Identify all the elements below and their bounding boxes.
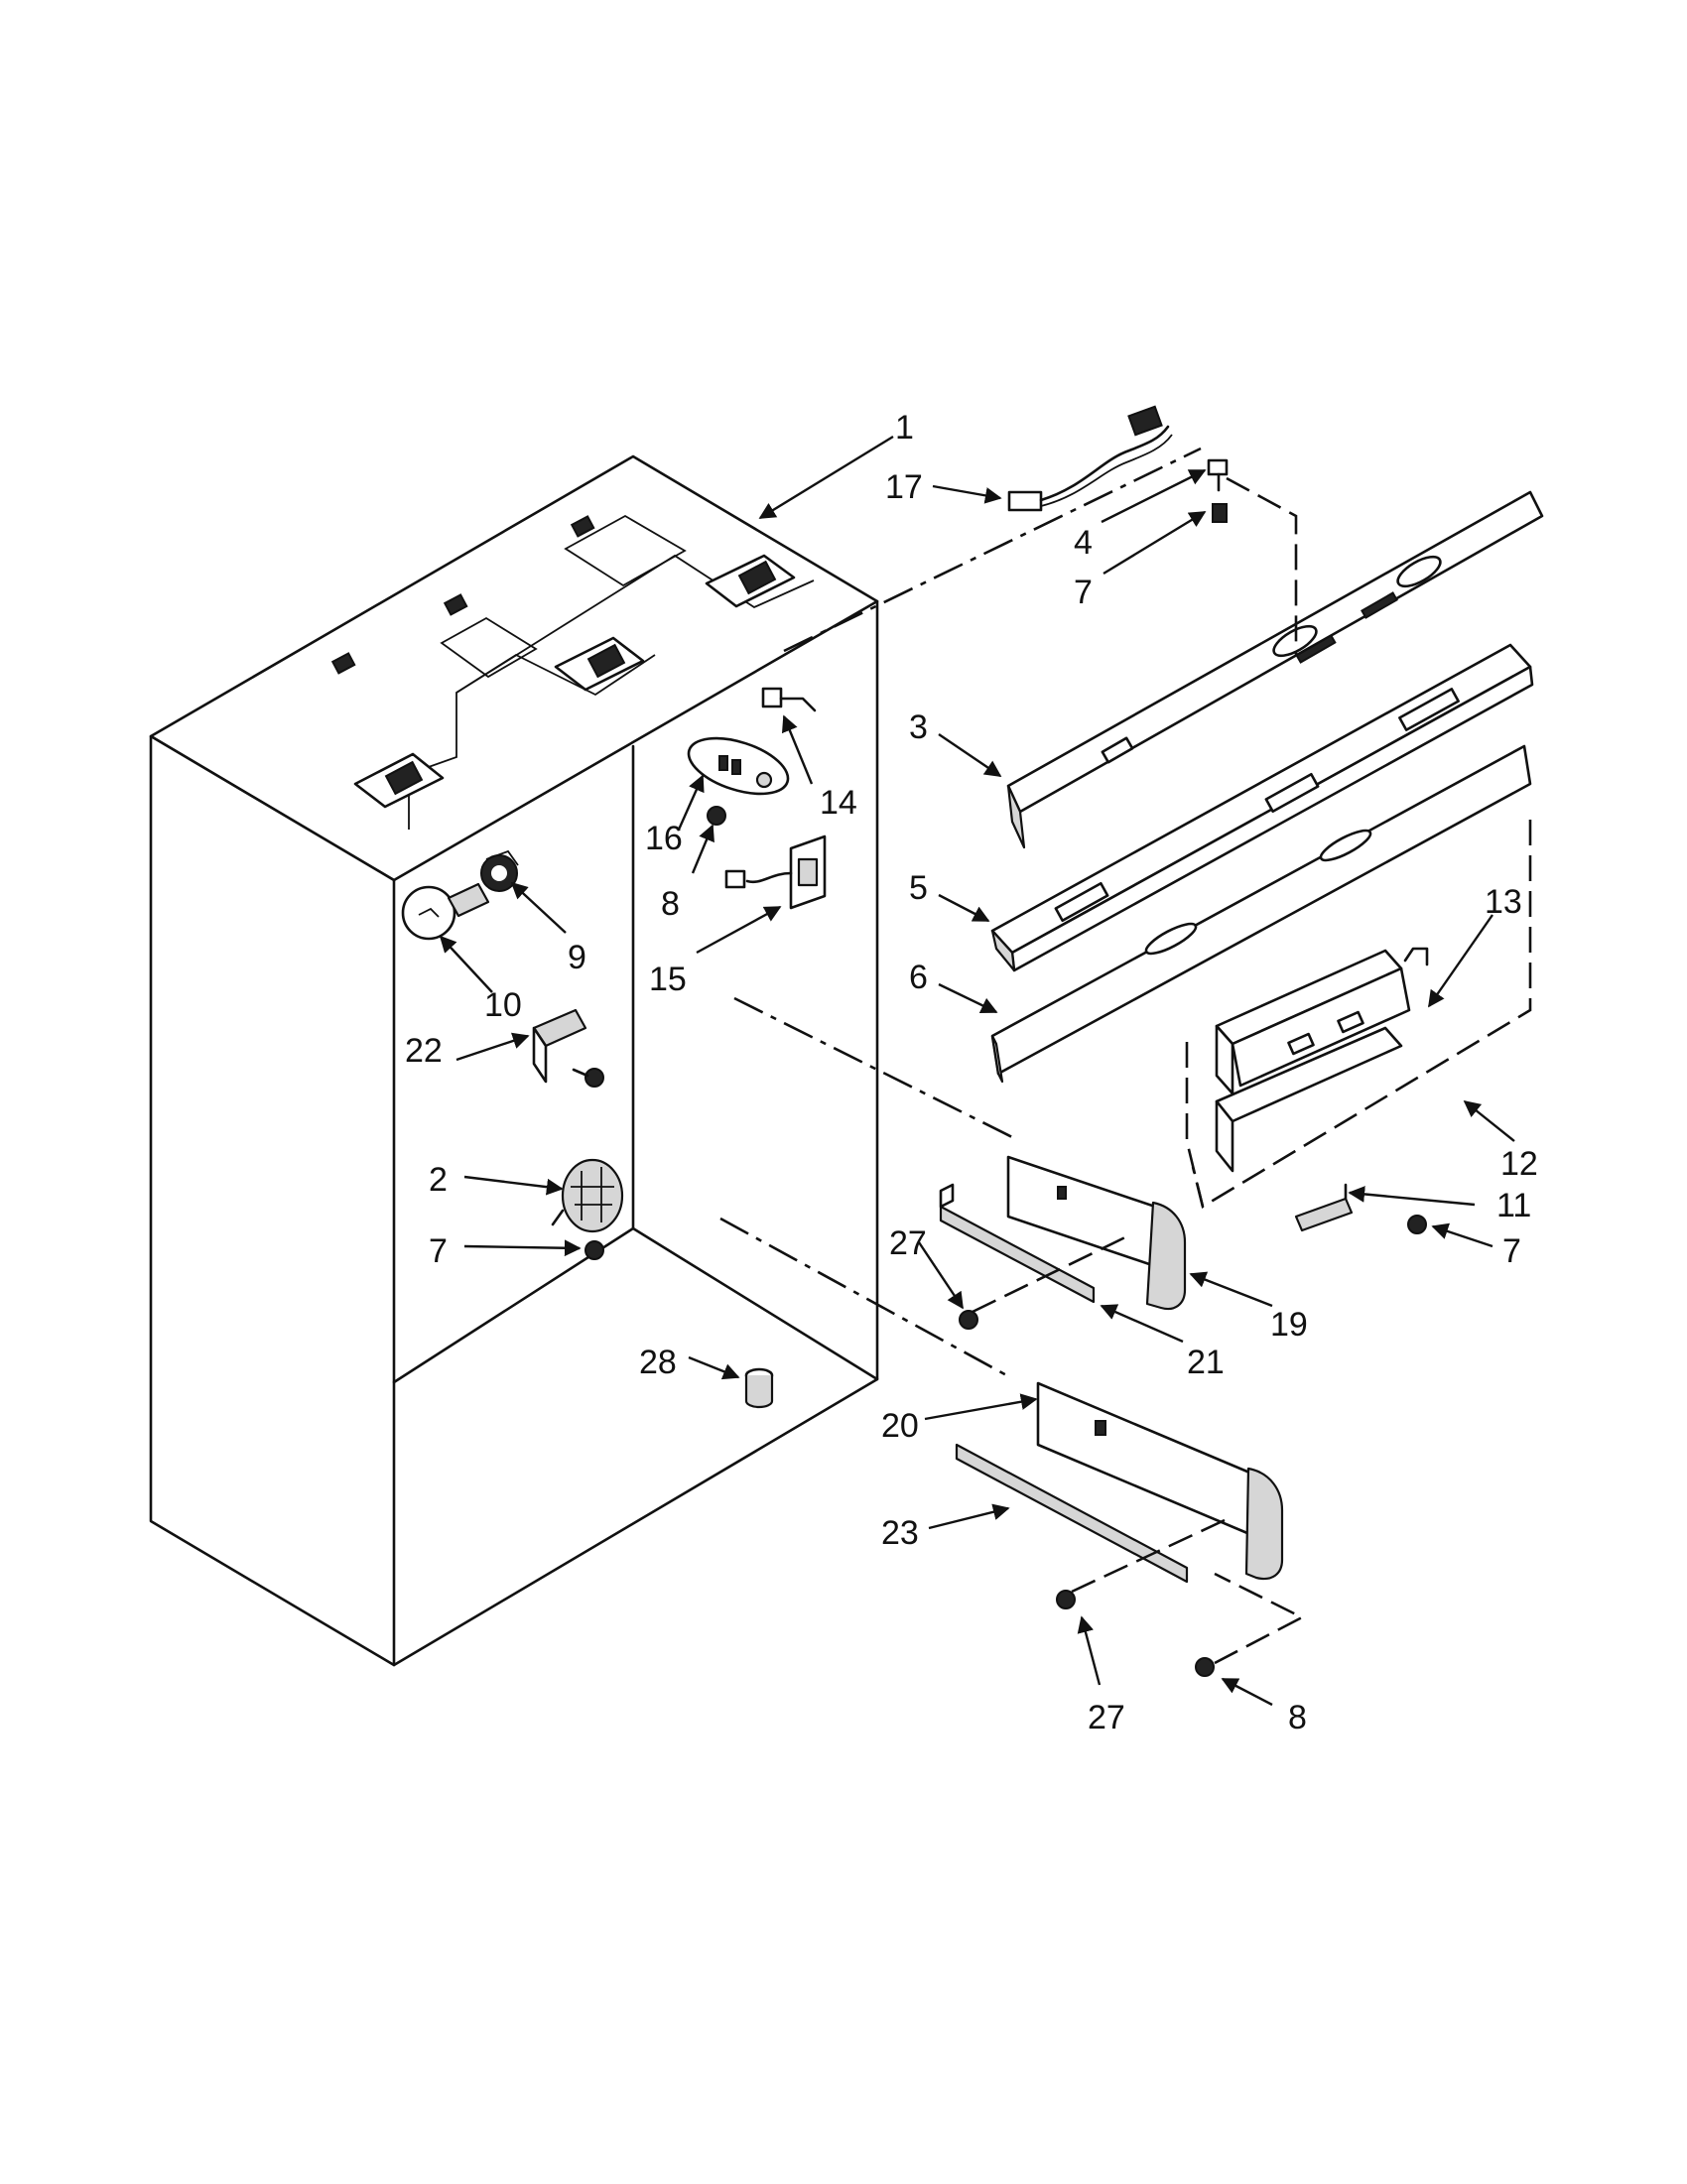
callout-6: 6	[909, 959, 928, 996]
callout-13: 13	[1485, 883, 1522, 921]
rail-6	[990, 744, 1532, 1084]
callout-4: 4	[1074, 524, 1093, 562]
leader-lines	[439, 435, 1515, 1707]
callout-27-lower: 27	[1088, 1699, 1125, 1736]
callout-17: 17	[885, 468, 923, 506]
trim-19	[1006, 1155, 1187, 1311]
screw-icon	[1056, 1590, 1076, 1609]
callout-16: 16	[645, 820, 683, 857]
light-socket-icon	[480, 849, 519, 892]
housing-13	[1215, 947, 1429, 1173]
screw-icon	[1407, 1215, 1427, 1234]
callout-15: 15	[649, 961, 687, 998]
callout-7-top: 7	[1074, 574, 1093, 611]
trim-21	[939, 1183, 1096, 1304]
trim-20	[1036, 1381, 1284, 1581]
clip-4-icon	[1207, 458, 1229, 492]
callout-23: 23	[881, 1514, 919, 1552]
callout-10: 10	[484, 986, 522, 1024]
trim-23	[955, 1443, 1189, 1584]
callout-8-upper: 8	[661, 885, 680, 923]
callout-9: 9	[568, 939, 586, 976]
callout-12: 12	[1500, 1145, 1538, 1183]
callout-3: 3	[909, 708, 928, 746]
screw-icon	[572, 1068, 604, 1088]
screw-icon	[707, 806, 726, 826]
cabinet-body	[149, 454, 879, 1667]
callout-19: 19	[1270, 1306, 1308, 1344]
callout-labels: 1 17 4 7 3 5 6 13 12 11 7 14 16 8 15 9 1…	[405, 409, 1538, 1736]
callout-7-left: 7	[429, 1232, 448, 1270]
callout-1: 1	[895, 409, 914, 447]
callout-22: 22	[405, 1032, 443, 1070]
screw-icon	[584, 1240, 604, 1260]
callout-7-right: 7	[1502, 1232, 1521, 1270]
callout-2: 2	[429, 1161, 448, 1199]
drain-plug-28-icon	[744, 1367, 774, 1409]
callout-28: 28	[639, 1344, 677, 1381]
callout-20: 20	[881, 1407, 919, 1445]
callout-14: 14	[820, 784, 857, 822]
connector-14-icon	[761, 687, 817, 712]
bracket-11-icon	[1294, 1183, 1354, 1232]
callout-8-lower: 8	[1288, 1699, 1307, 1736]
rail-3	[1006, 490, 1544, 849]
screw-icon	[1212, 503, 1228, 523]
assembly-guides	[719, 447, 1532, 1665]
callout-21: 21	[1187, 1344, 1225, 1381]
callout-27-upper: 27	[889, 1224, 927, 1262]
thermostat-2-icon	[551, 1158, 624, 1233]
screw-icon	[1195, 1657, 1215, 1677]
control-panel-16-icon	[687, 736, 790, 796]
bracket-22-icon	[532, 1008, 587, 1084]
screw-icon	[959, 1310, 978, 1330]
rail-5	[990, 643, 1534, 972]
light-bulb-icon	[401, 882, 490, 941]
callout-5: 5	[909, 869, 928, 907]
callout-11: 11	[1496, 1187, 1531, 1224]
wire-harness-17-icon	[1007, 405, 1173, 512]
sensor-15-icon	[724, 835, 827, 910]
